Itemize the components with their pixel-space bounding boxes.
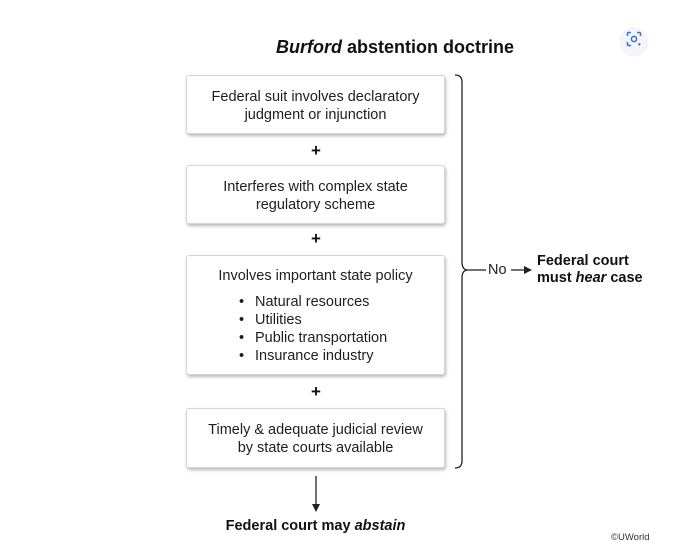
no-branch-label: No xyxy=(488,262,507,278)
condition-text: Interferes with complex state xyxy=(223,179,408,195)
outcome-suffix: case xyxy=(606,270,643,286)
condition-text: regulatory scheme xyxy=(255,197,376,213)
bullet-glyph: • xyxy=(239,294,245,310)
title-italic: Burford xyxy=(275,37,342,57)
list-item-text: Utilities xyxy=(255,312,302,328)
bullet-glyph: • xyxy=(239,312,245,328)
list-item: • Insurance industry xyxy=(239,347,444,365)
condition-box-declaratory: Federal suit involves declaratory judgme… xyxy=(186,75,445,134)
diagram-title: Burford abstention doctrine xyxy=(190,37,600,58)
condition-box-judicial-review: Timely & adequate judicial review by sta… xyxy=(186,408,445,468)
condition-text: by state courts available xyxy=(237,440,394,456)
right-brace xyxy=(454,74,469,469)
list-item: • Natural resources xyxy=(239,293,444,311)
condition-text: Involves important state policy xyxy=(218,268,413,284)
policy-list: • Natural resources • Utilities • Public tr… xyxy=(187,293,444,365)
condition-box-regulatory: Interferes with complex state regulatory… xyxy=(186,165,445,224)
google-lens-icon xyxy=(626,31,642,52)
plus-connector: + xyxy=(311,141,321,160)
condition-text: judgment or injunction xyxy=(244,107,387,123)
plus-connector: + xyxy=(311,382,321,401)
condition-text: Federal suit involves declaratory xyxy=(211,89,420,105)
google-lens-button[interactable] xyxy=(620,27,648,55)
condition-box-state-policy: Involves important state policy • Natural… xyxy=(186,255,445,375)
copyright-credit: ©UWorld xyxy=(611,532,650,543)
list-item-text: Public transportation xyxy=(255,330,388,346)
list-item: • Public transportation xyxy=(239,329,444,347)
plus-connector: + xyxy=(311,229,321,248)
title-rest: abstention doctrine xyxy=(341,37,514,57)
outcome-line: Federal court xyxy=(537,253,629,269)
outcome-prefix: Federal court may xyxy=(225,518,355,534)
bullet-glyph: • xyxy=(239,348,245,364)
outcome-line: must hear case xyxy=(537,270,643,287)
outcome-emphasis: abstain xyxy=(354,518,406,534)
outcome-may-abstain: Federal court may abstain xyxy=(186,518,445,534)
outcome-prefix: must xyxy=(537,270,576,286)
list-item: • Utilities xyxy=(239,311,444,329)
condition-text: Timely & adequate judicial review xyxy=(208,422,423,438)
outcome-emphasis: hear xyxy=(575,270,607,286)
list-item-text: Natural resources xyxy=(255,294,370,310)
list-item-text: Insurance industry xyxy=(255,348,374,364)
bullet-glyph: • xyxy=(239,330,245,346)
outcome-must-hear: Federal court must hear case xyxy=(537,253,643,287)
